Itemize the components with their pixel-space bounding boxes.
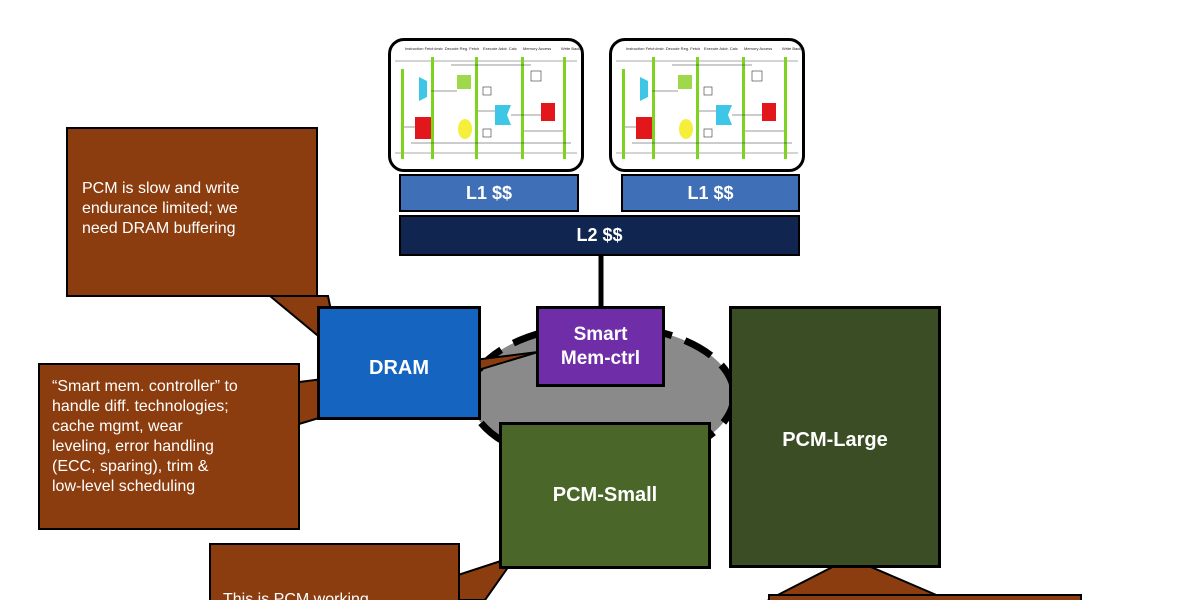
- pipeline-register-bar: [401, 69, 404, 159]
- stage-header: Instr. Decode Reg. Fetch: [656, 46, 700, 51]
- cpu-core-1: Instruction Fetch Instr. Decode Reg. Fet…: [388, 38, 584, 172]
- pipeline-register-bar: [563, 57, 566, 159]
- pipeline-register-bar: [431, 57, 434, 159]
- pipeline-register-bar: [696, 57, 699, 159]
- cpu-core-2: Instruction Fetch Instr. Decode Reg. Fet…: [609, 38, 805, 172]
- l1-cache-1: L1 $$: [399, 174, 579, 212]
- stage-header: Write Back: [782, 46, 801, 51]
- pcm-small-box: PCM-Small: [499, 422, 711, 569]
- stage-header: Execute Addr. Calc: [483, 46, 517, 51]
- dram-label: DRAM: [369, 357, 429, 379]
- pipeline-register-bar: [622, 69, 625, 159]
- pipeline-register-bar: [742, 57, 745, 159]
- callout-pcm-large-note: [768, 594, 1082, 600]
- pipeline-register-bar: [652, 57, 655, 159]
- l2-cache: L2 $$: [399, 215, 800, 256]
- mux-shape: [640, 77, 648, 101]
- stage-header: Execute Addr. Calc: [704, 46, 738, 51]
- callout-line: cache mgmt, wear: [52, 418, 183, 435]
- callout-line: need DRAM buffering: [82, 220, 236, 237]
- mem-ctrl-label-line2: Mem-ctrl: [560, 347, 641, 369]
- stage-headers-1: Instruction Fetch Instr. Decode Reg. Fet…: [405, 46, 580, 51]
- pcm-large-label: PCM-Large: [782, 429, 888, 451]
- register-file-block: [415, 117, 431, 139]
- pipeline-register-bar: [475, 57, 478, 159]
- smart-mem-ctrl-box: Smart Mem-ctrl: [536, 306, 665, 387]
- sign-extend-shape: [679, 119, 693, 139]
- callout-line: (ECC, sparing), trim &: [52, 458, 209, 475]
- alu-shape: [495, 105, 511, 125]
- callout-line: handle diff. technologies;: [52, 398, 229, 415]
- callout-line: leveling, error handling: [52, 438, 214, 455]
- stage-header: Write Back: [561, 46, 580, 51]
- data-memory-block: [541, 103, 555, 121]
- control-block: [678, 75, 692, 89]
- pipeline-diagram-1: Instruction Fetch Instr. Decode Reg. Fet…: [395, 46, 580, 159]
- alu-shape: [716, 105, 732, 125]
- callout-line: This is PCM working: [223, 591, 369, 600]
- stage-headers-2: Instruction Fetch Instr. Decode Reg. Fet…: [626, 46, 801, 51]
- callout-line: low-level scheduling: [52, 478, 196, 495]
- callout-pointer-pcm-large: [767, 556, 949, 600]
- l1-cache-2: L1 $$: [621, 174, 800, 212]
- callout-dram-buffering: PCM is slow and write endurance limited;…: [66, 127, 318, 297]
- callout-line: PCM is slow and write: [82, 180, 240, 197]
- callout-line: “Smart mem. controller” to: [52, 378, 238, 395]
- pipeline-register-bar: [521, 57, 524, 159]
- pipeline-register-bar: [784, 57, 787, 159]
- stage-header: Memory Access: [523, 46, 551, 51]
- sign-extend-shape: [458, 119, 472, 139]
- stage-header: Instruction Fetch: [405, 46, 435, 51]
- mux-shape: [419, 77, 427, 101]
- data-memory-block: [762, 103, 776, 121]
- callout-pcm-working: This is PCM working: [209, 543, 460, 600]
- register-file-block: [636, 117, 652, 139]
- mem-ctrl-label-line1: Smart: [573, 323, 628, 345]
- pipeline-diagram-2: Instruction Fetch Instr. Decode Reg. Fet…: [616, 46, 801, 159]
- stage-header: Instr. Decode Reg. Fetch: [435, 46, 479, 51]
- stage-header: Instruction Fetch: [626, 46, 656, 51]
- control-block: [457, 75, 471, 89]
- dram-box: DRAM: [317, 306, 481, 420]
- callout-line: endurance limited; we: [82, 200, 238, 217]
- stage-header: Memory Access: [744, 46, 772, 51]
- pcm-large-box: PCM-Large: [729, 306, 941, 568]
- callout-smart-controller: “Smart mem. controller” to handle diff. …: [38, 363, 300, 530]
